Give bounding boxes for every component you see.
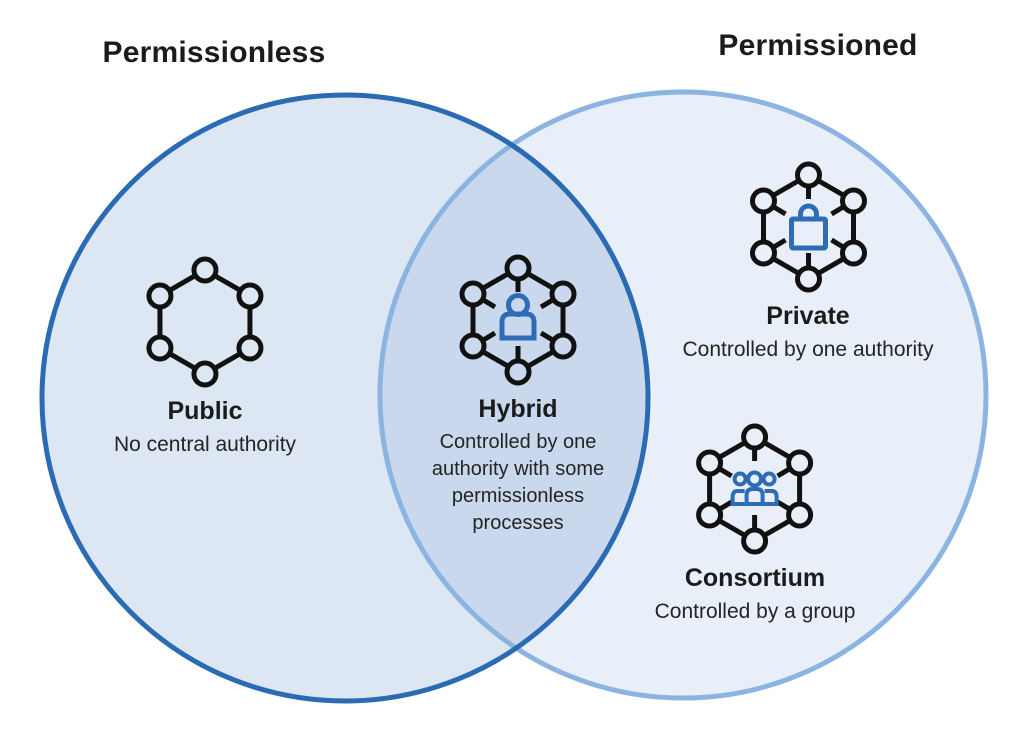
permissioned-title: Permissioned: [718, 29, 918, 62]
public-label: Public: [167, 397, 243, 425]
private-node: Private Controlled by one authority: [683, 157, 934, 363]
permissioned-circle-outline: [377, 89, 989, 701]
permissionless-circle-outline: [39, 92, 651, 704]
hybrid-label: Hybrid: [478, 395, 558, 423]
network-group-icon: [696, 423, 814, 555]
public-node: Public No central authority: [114, 252, 296, 458]
network-lock-icon: [749, 161, 867, 293]
network-hexagon-icon: [146, 256, 264, 388]
network-person-icon: [459, 254, 577, 386]
permissionless-title: Permissionless: [102, 36, 326, 69]
intersection-region: [379, 145, 649, 648]
consortium-label: Consortium: [684, 564, 826, 592]
public-description: No central authority: [113, 432, 297, 456]
consortium-description: Controlled by a group: [654, 599, 856, 623]
private-label: Private: [766, 302, 850, 330]
consortium-node: Consortium Controlled by a group: [654, 419, 856, 625]
private-description: Controlled by one authority: [682, 337, 934, 361]
hybrid-node: Hybrid Controlled by one authority with …: [419, 250, 617, 537]
hybrid-description: Controlled by one authority with some pe…: [431, 430, 605, 534]
